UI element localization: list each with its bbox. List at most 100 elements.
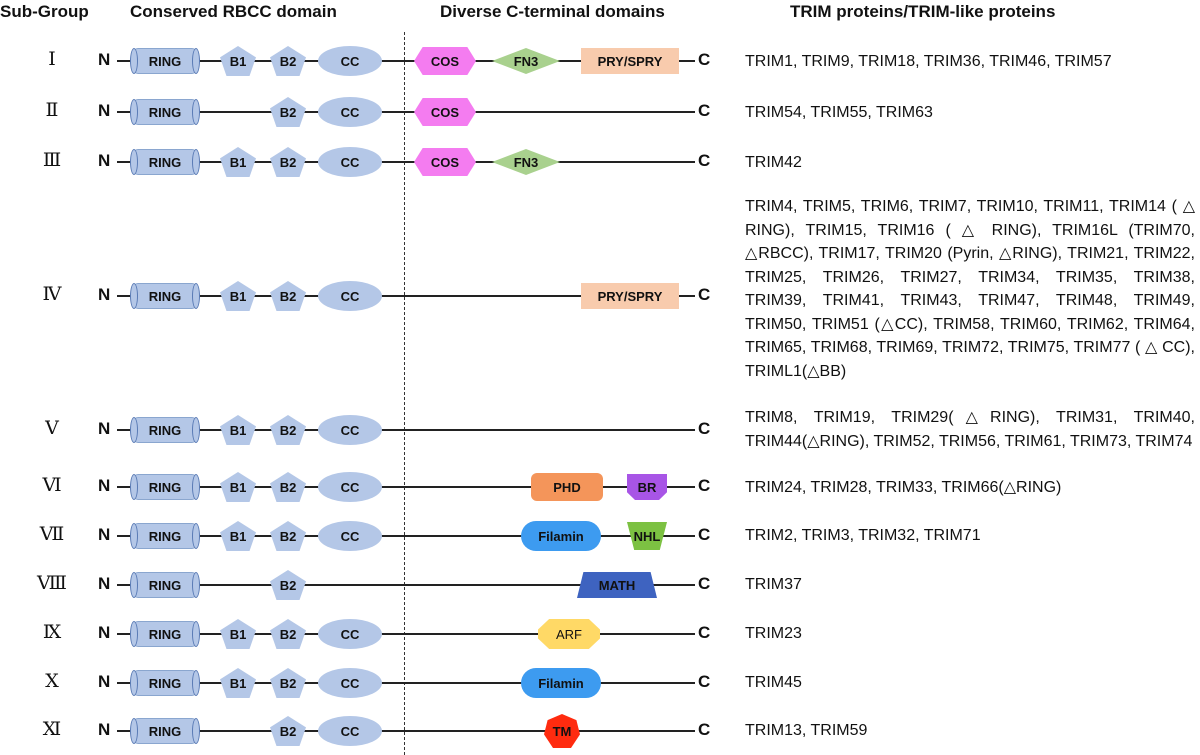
trim-protein-list: TRIM13, TRIM59: [745, 722, 868, 739]
header-trim-proteins: TRIM proteins/TRIM-like proteins: [790, 2, 1056, 21]
domain-b2: B2: [270, 668, 306, 698]
subgroup-numeral: Ⅳ: [42, 284, 62, 305]
c-terminus-label: C: [698, 419, 711, 438]
n-terminus-label: N: [98, 50, 111, 69]
domain-b2: B2: [270, 521, 306, 551]
c-terminus-label: C: [698, 720, 711, 739]
domain-ring: RING: [130, 572, 200, 598]
trim-protein-list: TRIM42: [745, 154, 802, 171]
trim-protein-list: TRIM4, TRIM5, TRIM6, TRIM7, TRIM10, TRIM…: [745, 198, 1195, 380]
domain-b2: B2: [270, 716, 306, 746]
trim-protein-list: TRIM8, TRIM19, TRIM29(△RING), TRIM31, TR…: [745, 409, 1195, 450]
subgroup-numeral: Ⅹ: [45, 671, 59, 692]
domain-ring: RING: [130, 670, 200, 696]
c-terminus-label: C: [698, 574, 711, 593]
domain-cc: CC: [318, 472, 382, 502]
domain-ring: RING: [130, 417, 200, 443]
domain-math: MATH: [577, 572, 657, 598]
domain-cc: CC: [318, 281, 382, 311]
protein-backbone-line: [117, 730, 695, 732]
protein-backbone-line: [117, 429, 695, 431]
domain-filamin: Filamin: [521, 668, 601, 698]
domain-ring: RING: [130, 718, 200, 744]
domain-fn3: FN3: [492, 48, 560, 74]
domain-b2: B2: [270, 281, 306, 311]
domain-cos: COS: [414, 98, 476, 126]
c-terminus-label: C: [698, 101, 711, 120]
c-terminus-label: C: [698, 476, 711, 495]
c-terminus-label: C: [698, 285, 711, 304]
domain-b1: B1: [220, 619, 256, 649]
subgroup-numeral: Ⅷ: [37, 573, 67, 594]
domain-b2: B2: [270, 472, 306, 502]
subgroup-numeral: Ⅱ: [45, 100, 59, 121]
n-terminus-label: N: [98, 476, 111, 495]
subgroup-numeral: Ⅰ: [48, 49, 56, 70]
domain-b2: B2: [270, 46, 306, 76]
c-terminus-label: C: [698, 525, 711, 544]
domain-b2: B2: [270, 619, 306, 649]
subgroup-numeral: Ⅸ: [42, 622, 62, 643]
domain-cc: CC: [318, 415, 382, 445]
trim-protein-list: TRIM1, TRIM9, TRIM18, TRIM36, TRIM46, TR…: [745, 53, 1112, 70]
domain-ring: RING: [130, 283, 200, 309]
domain-b2: B2: [270, 415, 306, 445]
domain-pry: PRY/SPRY: [581, 48, 679, 74]
domain-b1: B1: [220, 46, 256, 76]
rbcc-divider-line: [404, 32, 405, 755]
protein-backbone-line: [117, 161, 695, 163]
domain-cc: CC: [318, 716, 382, 746]
n-terminus-label: N: [98, 101, 111, 120]
trim-protein-list: TRIM45: [745, 674, 802, 691]
trim-protein-list: TRIM23: [745, 625, 802, 642]
c-terminus-label: C: [698, 50, 711, 69]
domain-cc: CC: [318, 147, 382, 177]
domain-cos: COS: [414, 148, 476, 176]
trim-protein-list: TRIM24, TRIM28, TRIM33, TRIM66(△RING): [745, 479, 1062, 496]
domain-br: BR: [627, 474, 667, 500]
n-terminus-label: N: [98, 419, 111, 438]
protein-backbone-line: [117, 633, 695, 635]
domain-cos: COS: [414, 47, 476, 75]
domain-fn3: FN3: [492, 149, 560, 175]
domain-pry: PRY/SPRY: [581, 283, 679, 309]
domain-b2: B2: [270, 97, 306, 127]
domain-ring: RING: [130, 523, 200, 549]
domain-b1: B1: [220, 521, 256, 551]
subgroup-numeral: Ⅴ: [45, 418, 59, 439]
domain-ring: RING: [130, 48, 200, 74]
domain-ring: RING: [130, 99, 200, 125]
c-terminus-label: C: [698, 672, 711, 691]
domain-ring: RING: [130, 474, 200, 500]
subgroup-numeral: Ⅵ: [42, 475, 62, 496]
protein-backbone-line: [117, 295, 695, 297]
domain-cc: CC: [318, 668, 382, 698]
trim-protein-list: TRIM2, TRIM3, TRIM32, TRIM71: [745, 527, 981, 544]
header-rbcc-domain: Conserved RBCC domain: [130, 2, 337, 21]
domain-cc: CC: [318, 46, 382, 76]
subgroup-numeral: Ⅶ: [39, 524, 65, 545]
domain-cc: CC: [318, 521, 382, 551]
domain-nhl: NHL: [627, 522, 667, 550]
domain-ring: RING: [130, 621, 200, 647]
domain-b1: B1: [220, 281, 256, 311]
n-terminus-label: N: [98, 720, 111, 739]
domain-cc: CC: [318, 619, 382, 649]
protein-backbone-line: [117, 60, 695, 62]
c-terminus-label: C: [698, 151, 711, 170]
trim-protein-list: TRIM37: [745, 576, 802, 593]
trim-protein-list: TRIM54, TRIM55, TRIM63: [745, 104, 933, 121]
n-terminus-label: N: [98, 151, 111, 170]
protein-backbone-line: [117, 486, 695, 488]
domain-tm: TM: [544, 714, 580, 748]
domain-phd: PHD: [531, 473, 603, 501]
n-terminus-label: N: [98, 623, 111, 642]
header-subgroup: Sub-Group: [0, 2, 89, 21]
domain-b1: B1: [220, 472, 256, 502]
subgroup-numeral: Ⅺ: [42, 719, 62, 740]
n-terminus-label: N: [98, 672, 111, 691]
n-terminus-label: N: [98, 525, 111, 544]
protein-backbone-line: [117, 584, 695, 586]
domain-ring: RING: [130, 149, 200, 175]
domain-b2: B2: [270, 147, 306, 177]
